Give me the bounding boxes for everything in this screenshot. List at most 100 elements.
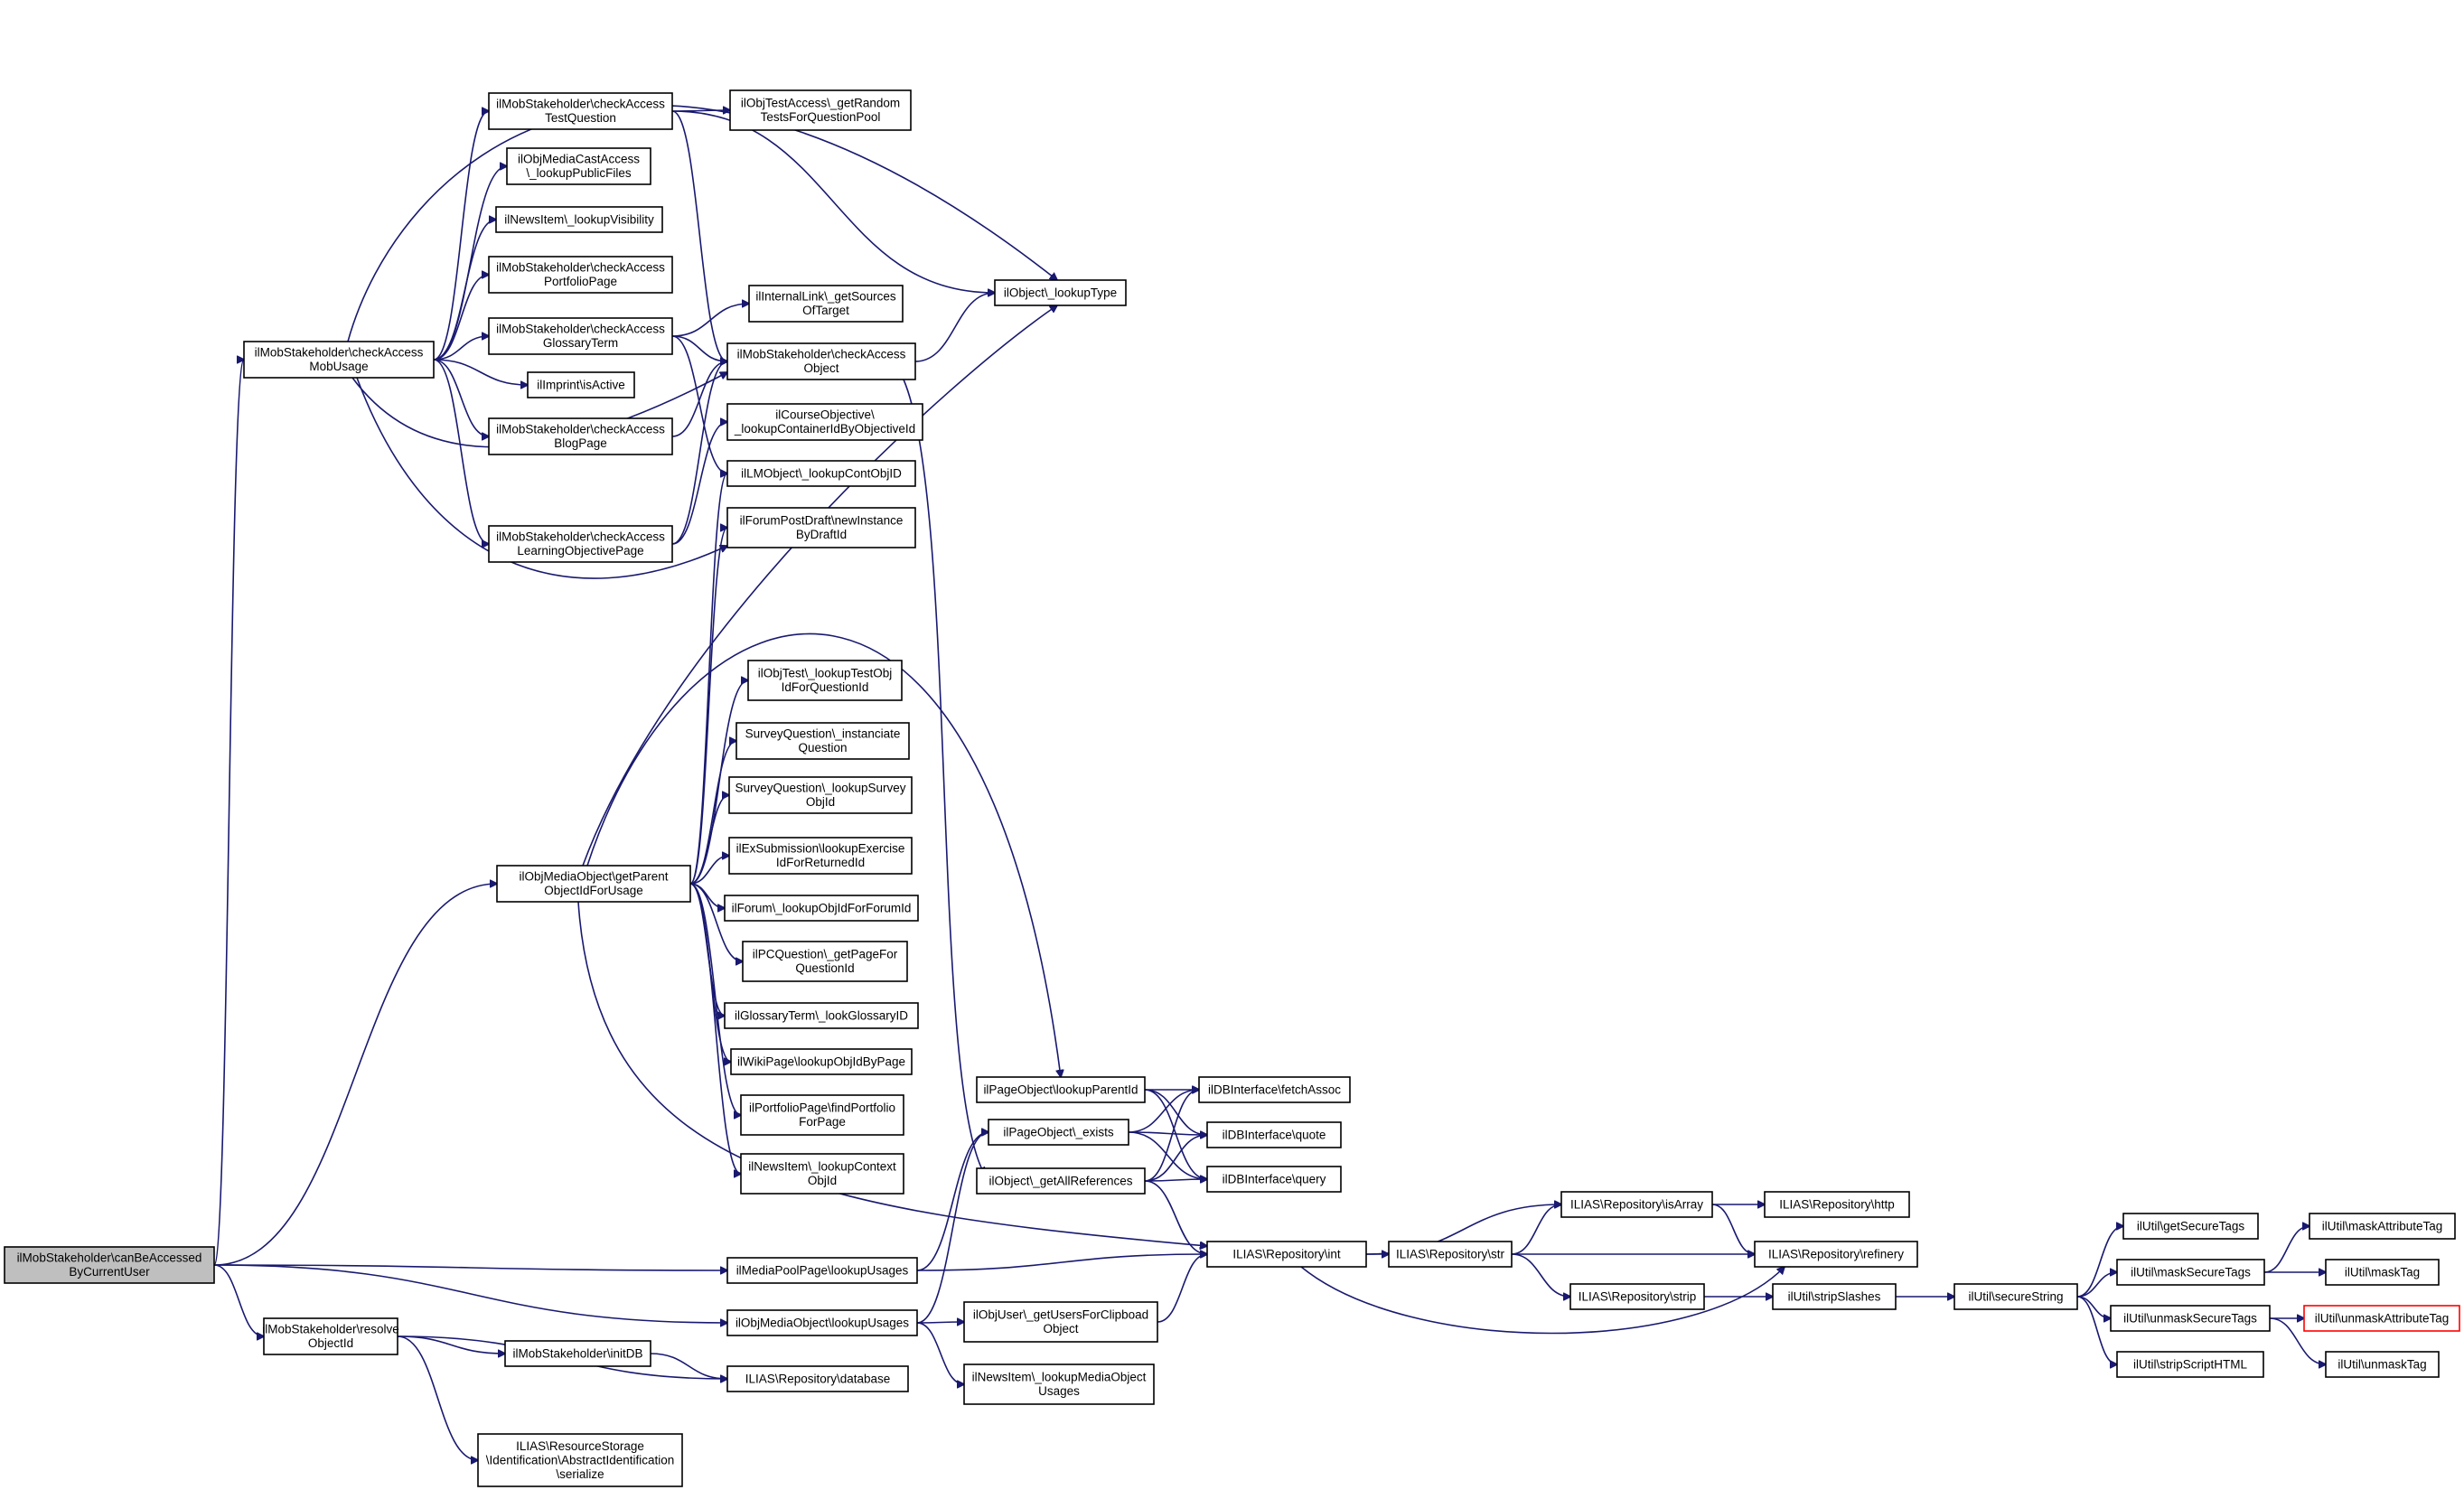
node-fetch-assoc[interactable]: ilDBInterface\fetchAssoc [1198,1076,1351,1103]
edge-get-parent-object-id-for-usage-to-find-portfolio-for-page [689,883,741,1115]
node-repository-http[interactable]: ILIAS\Repository\http [1764,1191,1910,1218]
node-strip-slashes[interactable]: ilUtil\stripSlashes [1772,1283,1897,1310]
node-root[interactable]: ilMobStakeholder\canBeAccessedByCurrentU… [4,1246,215,1284]
node-label: ilUtil\stripScriptHTML [2133,1357,2248,1371]
node-box [2110,1305,2271,1332]
node-lookup-visibility[interactable]: ilNewsItem\_lookupVisibility [495,206,663,233]
edge-page-object-exists-to-db-quote [1128,1132,1207,1135]
node-label: ilNewsItem\_lookupMediaObject [972,1371,1147,1384]
node-lookup-exercise-id[interactable]: ilExSubmission\lookupExerciseIdForReturn… [728,837,913,875]
node-media-object-lookup-usages[interactable]: ilObjMediaObject\lookupUsages [726,1309,918,1336]
node-lookup-cont-obj-id[interactable]: ilLMObject\_lookupContObjID [726,460,916,487]
node-check-access-learning-objective-page[interactable]: ilMobStakeholder\checkAccessLearningObje… [488,525,673,563]
node-repository-strip[interactable]: ILIAS\Repository\strip [1569,1283,1705,1310]
node-lookup-public-files[interactable]: ilObjMediaCastAccess\_lookupPublicFiles [506,147,651,185]
node-box [726,403,923,441]
node-lookup-type[interactable]: ilObject\_lookupType [994,279,1127,306]
node-lookup-obj-id-by-page[interactable]: ilWikiPage\lookupObjIdByPage [730,1048,913,1075]
node-lookup-obj-id-for-forum-id[interactable]: ilForum\_lookupObjIdForForumId [724,895,919,922]
node-unmask-tag[interactable]: ilUtil\unmaskTag [2325,1351,2440,1378]
node-label: SurveyQuestion\_instanciate [745,727,901,741]
node-label: ilNewsItem\_lookupContext [748,1160,896,1174]
node-label: ilExSubmission\lookupExercise [736,842,905,856]
edge-get-users-for-clipboard-to-repository-int [1157,1254,1207,1323]
node-label: ilForumPostDraft\newInstance [740,514,904,528]
node-box [1206,1241,1367,1268]
node-label: ilNewsItem\_lookupVisibility [504,212,654,226]
node-label: ilUtil\unmaskTag [2338,1357,2426,1371]
node-box [729,89,912,131]
node-db-query[interactable]: ilDBInterface\query [1206,1166,1342,1193]
node-mask-attribute-tag[interactable]: ilUtil\maskAttributeTag [2309,1213,2456,1240]
node-label: ObjId [806,795,835,809]
node-repository-database[interactable]: ILIAS\Repository\database [726,1365,909,1392]
node-label: PortfolioPage [544,275,617,288]
node-mask-secure-tags[interactable]: ilUtil\maskSecureTags [2116,1259,2265,1286]
node-init-db[interactable]: ilMobStakeholder\initDB [504,1340,651,1367]
node-page-object-exists[interactable]: ilPageObject\_exists [988,1119,1129,1146]
node-lookup-container-id[interactable]: ilCourseObjective\_lookupContainerIdByOb… [726,403,923,441]
node-label: ilPageObject\lookupParentId [983,1082,1138,1096]
node-check-access-portfolio-page[interactable]: ilMobStakeholder\checkAccessPortfolioPag… [488,256,673,294]
edge-check-access-mob-usage-to-lookup-type [347,104,1057,342]
node-box [1754,1241,1918,1268]
node-label: QuestionId [795,961,854,975]
node-label: \_lookupPublicFiles [526,166,632,180]
node-look-glossary-id[interactable]: ilGlossaryTerm\_lookGlossaryID [724,1002,919,1029]
node-box [506,147,651,185]
node-label: ilMobStakeholder\initDB [512,1346,642,1360]
edge-get-parent-object-id-for-usage-to-lookup-parent-id [586,633,1061,1077]
node-get-random-tests[interactable]: ilObjTestAccess\_getRandomTestsForQuesti… [729,89,912,131]
node-db-quote[interactable]: ilDBInterface\quote [1206,1121,1342,1148]
node-get-all-references[interactable]: ilObject\_getAllReferences [976,1167,1146,1195]
node-box [2116,1351,2264,1378]
node-unmask-attribute-tag[interactable]: ilUtil\unmaskAttributeTag [2303,1305,2460,1332]
edge-secure-string-to-strip-script-html [2076,1296,2117,1364]
edge-get-all-references-to-repository-int [1144,1180,1207,1254]
node-mask-tag[interactable]: ilUtil\maskTag [2325,1259,2440,1286]
node-box [1560,1191,1713,1218]
node-box [488,92,673,130]
node-box [1206,1166,1342,1193]
node-layer: ilMobStakeholder\canBeAccessedByCurrentU… [4,89,2460,1487]
node-repository-int[interactable]: ILIAS\Repository\int [1206,1241,1367,1268]
node-get-secure-tags[interactable]: ilUtil\getSecureTags [2122,1213,2259,1240]
node-serialize[interactable]: ILIAS\ResourceStorage\Identification\Abs… [477,1433,683,1487]
node-repository-is-array[interactable]: ILIAS\Repository\isArray [1560,1191,1713,1218]
node-label: _lookupContainerIdByObjectiveId [734,422,915,436]
node-label: ilCourseObjective\ [775,408,875,422]
node-secure-string[interactable]: ilUtil\secureString [1953,1283,2078,1310]
node-lookup-parent-id[interactable]: ilPageObject\lookupParentId [976,1076,1146,1103]
node-imprint-is-active[interactable]: ilImprint\isActive [527,371,635,398]
edge-page-object-exists-to-db-query [1128,1131,1207,1179]
edge-check-access-learning-objective-page-to-lookup-container-id [671,422,727,545]
node-box [1198,1076,1351,1103]
node-media-pool-lookup-usages[interactable]: ilMediaPoolPage\lookupUsages [726,1257,918,1284]
node-repository-str[interactable]: ILIAS\Repository\str [1388,1241,1513,1268]
node-unmask-secure-tags[interactable]: ilUtil\unmaskSecureTags [2110,1305,2271,1332]
node-label: Usages [1038,1384,1080,1398]
node-repository-refinery[interactable]: ILIAS\Repository\refinery [1754,1241,1918,1268]
node-label: ilPCQuestion\_getPageFor [753,948,898,961]
node-label: ForPage [799,1115,846,1129]
node-box [735,722,910,760]
node-strip-script-html[interactable]: ilUtil\stripScriptHTML [2116,1351,2264,1378]
node-get-parent-object-id-for-usage[interactable]: ilObjMediaObject\getParentObjectIdForUsa… [496,865,691,903]
node-label: ilInternalLink\_getSources [755,290,896,304]
